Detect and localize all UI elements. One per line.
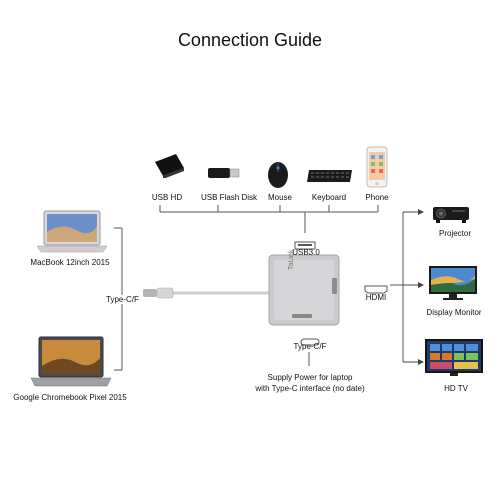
typec-port-icon xyxy=(300,333,320,351)
display-monitor-icon xyxy=(428,265,478,306)
port-label-typec-bottom: Type-C/F xyxy=(293,342,327,351)
power-note-line2: with Type-C interface (no date) xyxy=(255,384,365,393)
usb-hard-drive-icon xyxy=(152,152,186,183)
projector-icon xyxy=(430,200,472,231)
hdmi-port-icon xyxy=(364,281,388,299)
mouse-icon xyxy=(266,160,290,195)
usb-c-adapter-hub xyxy=(268,254,340,331)
hd-tv-icon xyxy=(424,338,484,383)
usb-port-icon xyxy=(294,237,316,255)
device-label-chromebook: Google Chromebook Pixel 2015 xyxy=(13,393,127,402)
power-note-line1: Supply Power for laptop xyxy=(267,373,353,382)
device-label-phone: Phone xyxy=(365,193,389,202)
port-label-typec-left: Type-C/F xyxy=(104,295,141,304)
usb-flash-disk-icon xyxy=(206,165,240,186)
port-label-hdmi: HDMI xyxy=(365,293,387,302)
device-label-macbook: MacBook 12inch 2015 xyxy=(30,258,110,267)
device-label-projector: Projector xyxy=(438,229,472,238)
device-label-hd-tv: HD TV xyxy=(444,384,468,393)
device-label-display-monitor: Display Monitor xyxy=(426,308,482,317)
page-title: Connection Guide xyxy=(177,30,323,50)
chromebook-laptop-icon xyxy=(30,336,112,393)
device-label-keyboard: Keyboard xyxy=(311,193,347,202)
device-label-mouse: Mouse xyxy=(267,193,293,202)
device-label-usb-flash-disk: USB Flash Disk xyxy=(200,193,258,202)
keyboard-icon xyxy=(306,167,354,190)
phone-icon xyxy=(366,146,388,193)
macbook-laptop-icon xyxy=(36,210,108,259)
port-label-usb: USB3.0 xyxy=(292,248,320,257)
device-label-usb-hd: USB HD xyxy=(151,193,183,202)
